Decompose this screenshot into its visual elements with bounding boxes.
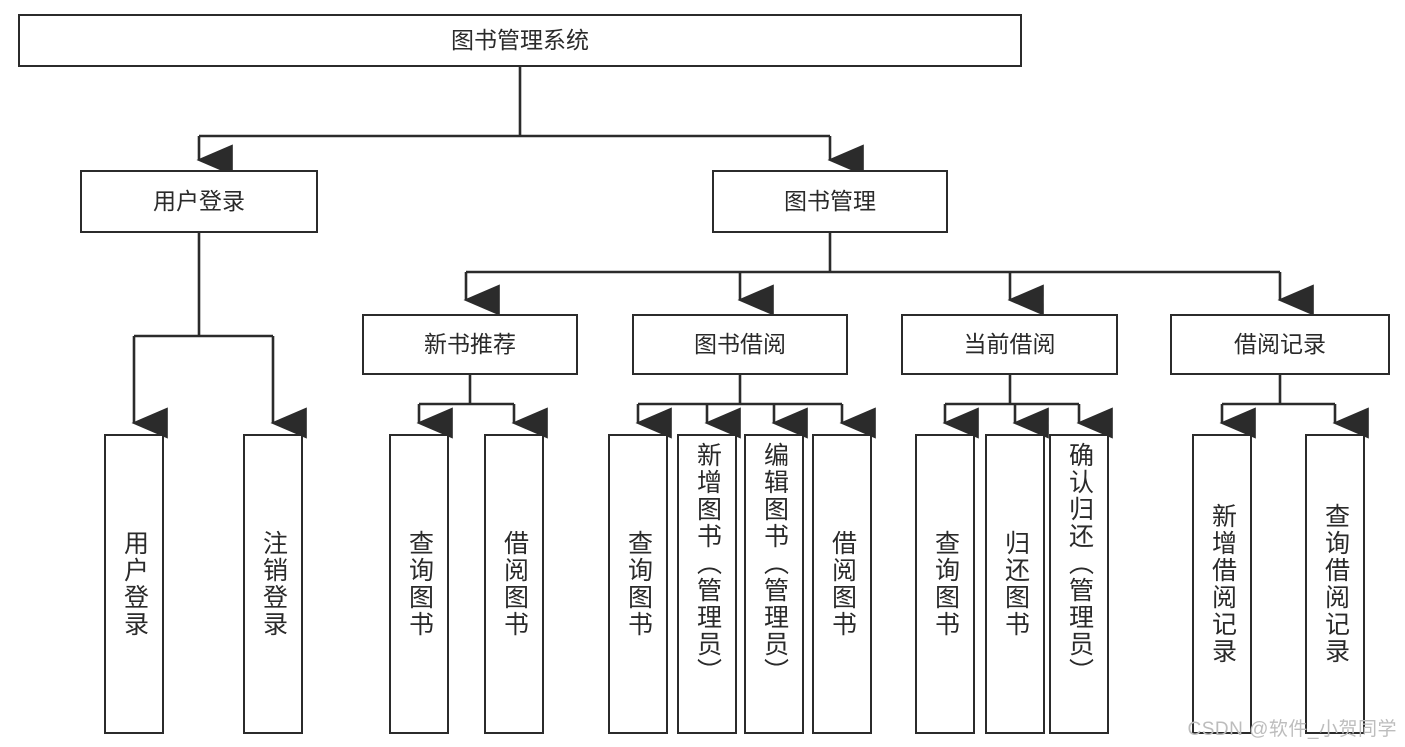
node-current-borrow-label: 当前借阅 [963,330,1056,357]
node-book-borrow-label: 图书借阅 [694,330,786,357]
node-current-borrow[interactable]: 当前借阅 [901,314,1118,375]
node-book-management-label: 图书管理 [784,187,876,214]
node-user-login-label: 用户登录 [153,187,245,214]
leaf-user-login-logout-label: 注销登录 [259,530,288,638]
leaf-new-book-borrow-label: 借阅图书 [500,530,529,638]
leaf-user-login-login[interactable]: 用户登录 [104,434,164,734]
leaf-current-borrow-return-label: 归还图书 [1001,530,1030,638]
leaf-book-borrow-edit[interactable]: 编辑图书（管理员） [744,434,804,734]
leaf-borrow-record-add[interactable]: 新增借阅记录 [1192,434,1252,734]
leaf-book-borrow-borrow-label: 借阅图书 [828,530,857,638]
node-borrow-record[interactable]: 借阅记录 [1170,314,1390,375]
leaf-borrow-record-query-label: 查询借阅记录 [1321,503,1350,665]
node-borrow-record-label: 借阅记录 [1234,330,1326,357]
leaf-new-book-borrow[interactable]: 借阅图书 [484,434,544,734]
leaf-book-borrow-add[interactable]: 新增图书（管理员） [677,434,737,734]
node-book-borrow[interactable]: 图书借阅 [632,314,848,375]
node-user-login[interactable]: 用户登录 [80,170,318,233]
node-book-management[interactable]: 图书管理 [712,170,948,233]
node-new-book-recommend[interactable]: 新书推荐 [362,314,578,375]
leaf-book-borrow-query-label: 查询图书 [624,530,653,638]
node-root[interactable]: 图书管理系统 [18,14,1022,67]
leaf-user-login-login-label: 用户登录 [120,530,149,638]
leaf-borrow-record-query[interactable]: 查询借阅记录 [1305,434,1365,734]
leaf-current-borrow-confirm-label: 确认归还（管理员） [1065,442,1094,685]
leaf-new-book-query[interactable]: 查询图书 [389,434,449,734]
leaf-book-borrow-add-label: 新增图书（管理员） [693,442,722,685]
leaf-book-borrow-edit-label: 编辑图书（管理员） [760,442,789,685]
watermark: CSDN @软件_小贺同学 [1187,719,1397,740]
node-new-book-recommend-label: 新书推荐 [424,330,516,357]
node-root-label: 图书管理系统 [451,26,589,53]
leaf-current-borrow-return[interactable]: 归还图书 [985,434,1045,734]
leaf-current-borrow-query-label: 查询图书 [931,530,960,638]
leaf-book-borrow-borrow[interactable]: 借阅图书 [812,434,872,734]
leaf-current-borrow-query[interactable]: 查询图书 [915,434,975,734]
leaf-new-book-query-label: 查询图书 [405,530,434,638]
leaf-user-login-logout[interactable]: 注销登录 [243,434,303,734]
leaf-current-borrow-confirm[interactable]: 确认归还（管理员） [1049,434,1109,734]
leaf-borrow-record-add-label: 新增借阅记录 [1208,503,1237,665]
leaf-book-borrow-query[interactable]: 查询图书 [608,434,668,734]
